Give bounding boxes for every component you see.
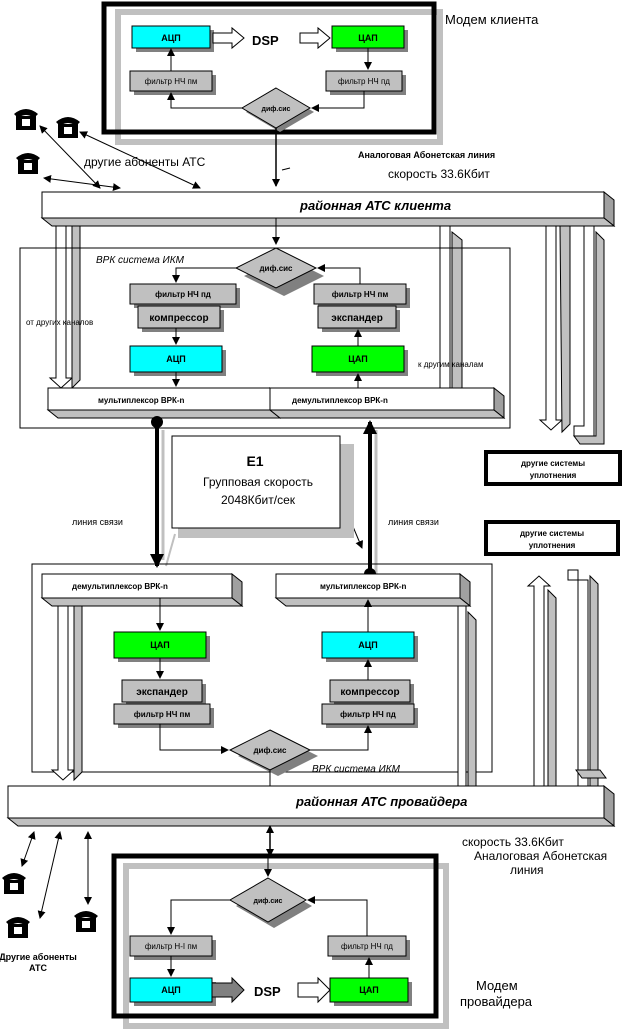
pcm-top-filter-tx-label: фильтр НЧ пд — [155, 290, 211, 299]
line-bottom-speed: скорость 33.6Кбит — [462, 835, 564, 849]
client-hybrid-label: диф.сис — [262, 106, 291, 113]
pcm-top-from-channels: от других каналов — [26, 318, 93, 327]
other-systems-2-line2: уплотнения — [529, 541, 576, 550]
ats-client-label: районная АТС клиента — [299, 198, 451, 213]
pcm-bottom-filter-tx — [321, 703, 415, 725]
link-right-label: линия связи — [388, 517, 439, 527]
pcm-bottom-mux-label: мультиплексор ВРК-n — [320, 582, 407, 591]
pcm-bottom-title: ВРК система ИКМ — [312, 764, 401, 775]
phone-icon — [14, 109, 38, 130]
pcm-bottom-adc-label: АЦП — [358, 640, 378, 650]
pcm-bottom-hybrid-label: диф.сис — [253, 746, 287, 755]
bus-bottom — [50, 569, 607, 787]
pcm-top-title: ВРК система ИКМ — [96, 255, 185, 266]
phone-icon — [74, 911, 98, 932]
client-dsp-label: DSP — [252, 33, 279, 48]
provider-filter-rx-label: фильтр НЧ пд — [341, 942, 393, 951]
phone-icon — [16, 153, 40, 174]
pcm-top-hybrid — [234, 247, 318, 289]
pcm-top-to-channels: к другим каналам — [418, 360, 483, 369]
client-filter-tx-label: фильтр НЧ пм — [145, 77, 198, 86]
client-modem: Модем клиента АЦП DSP ЦАП фильтр НЧ пм ф… — [101, 1, 539, 145]
provider-dac-block — [329, 977, 409, 1003]
provider-filter-tx-label: фильтр Н-І пм — [145, 942, 197, 951]
pcm-top-demux-label: демультиплексор ВРК-n — [292, 396, 388, 405]
pcm-bottom-expander-label: экспандер — [136, 687, 188, 698]
e1-title: E1 — [246, 453, 263, 469]
line-top-speed: скорость 33.6Кбит — [388, 167, 490, 181]
pcm-bottom: ВРК система ИКМ демультиплексор ВРК-n му… — [31, 563, 493, 797]
other-subscribers-top: другие абоненты АТС — [84, 155, 206, 169]
pcm-top-hybrid-label: диф.сис — [259, 264, 293, 273]
other-systems-1-line2: уплотнения — [530, 471, 577, 480]
other-systems-1-line1: другие системы — [521, 459, 585, 468]
pcm-bottom-demux-label: демультиплексор ВРК-n — [72, 582, 168, 591]
pcm-bottom-compressor-label: компрессор — [340, 687, 399, 698]
ats-client: районная АТС клиента — [40, 190, 616, 228]
phone-icon — [6, 917, 30, 938]
provider-hybrid-label: диф.сис — [254, 898, 283, 905]
line-top-label: Аналоговая Абонетская линия — [358, 150, 495, 160]
pcm-bottom-adc — [321, 631, 415, 659]
pcm-top: ВРК система ИКМ от других каналов к друг… — [19, 218, 511, 429]
provider-dac-label: ЦАП — [359, 985, 378, 995]
client-adc-to-dsp-arrow — [212, 26, 245, 50]
pcm-top-dac — [311, 345, 405, 373]
e1-box: E1 Групповая скорость 2048Кбит/сек — [171, 435, 354, 538]
ats-provider-label: районная АТС провайдера — [295, 794, 467, 809]
bus-left-top — [48, 225, 81, 390]
other-subscribers-bottom-line2: АТС — [29, 963, 48, 973]
line-bottom-label2: линия — [510, 863, 544, 877]
pcm-bottom-filter-tx-label: фильтр НЧ пд — [340, 710, 396, 719]
pcm-bottom-expander — [121, 679, 203, 703]
pcm-top-expander-label: экспандер — [331, 313, 383, 324]
provider-hybrid — [229, 877, 307, 923]
other-systems-2: другие системы уплотнения — [484, 520, 620, 556]
pcm-bottom-demux — [41, 573, 233, 599]
pcm-bottom-dac — [113, 631, 207, 659]
client-adc-label: АЦП — [161, 33, 181, 43]
pcm-bottom-compressor — [329, 679, 411, 703]
provider-adc-label: АЦП — [161, 985, 181, 995]
pcm-top-filter-tx — [129, 283, 237, 305]
client-dsp-to-dac-arrow — [299, 26, 331, 50]
bus-right-top — [439, 225, 605, 445]
line-bottom-label1: Аналоговая Абонетская — [474, 849, 607, 863]
e1-line2: 2048Кбит/сек — [221, 493, 296, 507]
pcm-bottom-dac-label: ЦАП — [150, 640, 169, 650]
client-dac-label: ЦАП — [358, 33, 377, 43]
pcm-bottom-mux — [275, 573, 461, 599]
e1-line1: Групповая скорость — [203, 475, 313, 489]
provider-modem-title2: провайдера — [460, 994, 533, 1009]
pcm-bottom-filter-rx — [113, 703, 211, 725]
ats-provider: районная АТС провайдера — [6, 784, 616, 828]
provider-modem-title1: Модем — [476, 978, 518, 993]
provider-adc-block — [129, 977, 213, 1003]
pcm-top-adc — [129, 345, 223, 373]
pcm-top-filter-rx-label: фильтр НЧ пм — [332, 290, 389, 299]
phone-icon — [56, 117, 80, 138]
client-filter-rx-label: фильтр НЧ пд — [338, 77, 390, 86]
pcm-top-demux — [269, 387, 495, 411]
pcm-top-mux-label: мультиплексор ВРК-n — [98, 396, 185, 405]
link-left-label: линия связи — [72, 517, 123, 527]
pcm-top-compressor — [137, 305, 221, 329]
pcm-top-dac-label: ЦАП — [348, 354, 367, 364]
pcm-top-compressor-label: компрессор — [149, 313, 208, 324]
pcm-top-adc-label: АЦП — [166, 354, 186, 364]
provider-dsp-label: DSP — [254, 984, 281, 999]
other-systems-2-line1: другие системы — [520, 529, 584, 538]
pcm-top-expander — [317, 305, 397, 329]
other-systems-1: другие системы уплотнения — [484, 450, 622, 486]
other-subscribers-bottom-line1: Другие абоненты — [0, 952, 77, 962]
pcm-bottom-filter-rx-label: фильтр НЧ пм — [134, 710, 191, 719]
provider-modem: Модем провайдера диф.сис фильтр Н-І пм ф… — [111, 853, 533, 1029]
phone-icon — [2, 873, 26, 894]
client-modem-title: Модем клиента — [445, 12, 539, 27]
trunk-links: линия связи линия связи — [72, 416, 439, 584]
